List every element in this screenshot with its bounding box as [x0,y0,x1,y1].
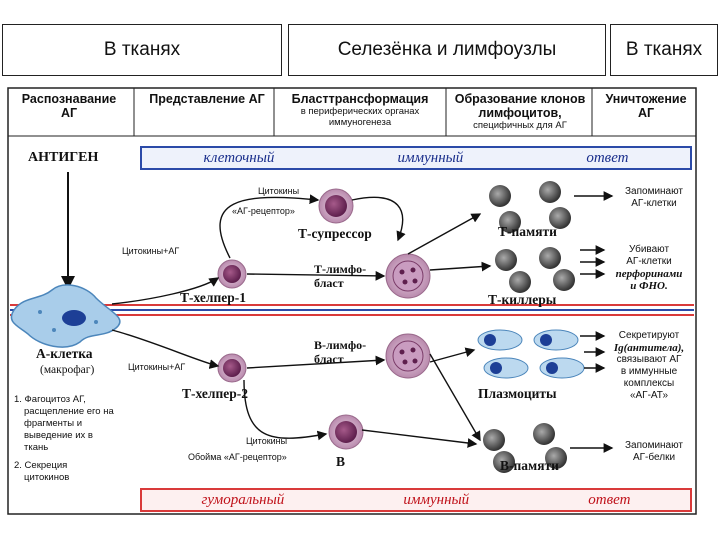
header-box-tissues-left: В тканях [2,24,282,76]
desc-line: ткань [24,442,49,453]
t-helper-2-label: Т-хелпер-2 [182,386,249,401]
t-suppressor-cell [318,188,354,224]
b-cell [328,414,364,450]
a-cell-label: А-клетка [36,346,93,361]
b-memory-cells [483,423,567,473]
desc-line: фрагменты и [24,418,83,429]
header-box-tissues-right: В тканях [610,24,718,76]
header-label: Селезёнка и лимфоузлы [337,39,557,60]
shell-ag-receptor-label: Обойма «АГ-рецептор» [188,452,287,462]
b-cell-label: В [336,454,346,469]
banner-word: клеточный [203,149,275,166]
desc-line: выведение их в [24,430,93,441]
cytokines-ag-label: Цитокины+АГ [128,362,186,372]
banner-word: иммунный [403,491,470,508]
b-lymphoblast-label: В-лимфо-бласт [314,338,367,366]
a-cell-description: 1. Фагоцитоз АГ, расщепление его на фраг… [14,394,142,484]
t-killers-label: Т-киллеры [488,292,557,307]
desc-line: цитокинов [24,472,70,483]
column-destruction: Уничтожение АГ [605,92,687,120]
cytokines-label: Цитокины [246,436,288,446]
diagram-frame [7,87,697,515]
header-label: В тканях [625,39,703,60]
flow-arrows [111,191,614,453]
t-memory-label: Т-памяти [498,224,557,239]
column-clones: Образование клонов лимфоцитов,специфичны… [454,92,586,131]
humoral-response-banner: гуморальный иммунный ответ [140,488,692,512]
macrophage-label: (макрофаг) [40,364,95,376]
t-suppressor-label: Т-супрессор [298,226,372,241]
t-helper-1-label: Т-хелпер-1 [180,290,247,305]
header-label: В тканях [103,39,181,60]
banner-word: ответ [586,149,629,166]
cellular-response-banner: клеточный иммунный ответ [140,146,692,170]
plasmocyte-cells [477,329,585,379]
column-presentation: Представление АГ [149,92,265,106]
t-lymphoblast-label: Т-лимфо-бласт [314,262,367,290]
column-recognition: Распознавание АГ [21,92,117,120]
header-box-spleen: Селезёнка и лимфоузлы [288,24,606,76]
antigen-label: АНТИГЕН [28,150,99,165]
banner-word: иммунный [397,149,464,166]
cytokines-label: Цитокины [258,186,300,196]
b-lymphoblast-cell [385,333,431,379]
plasmocytes-label: Плазмоциты [478,386,557,401]
t-helper-1-cell [217,259,247,289]
t-helper-2-cell [217,353,247,383]
t-memory-cells [489,181,571,233]
t-lymphoblast-cell [385,253,431,299]
macrophage-cell [10,284,121,348]
banner-word: гуморальный [201,491,285,508]
cytokines-ag-label: Цитокины+АГ [122,246,180,256]
desc-line: 1. Фагоцитоз АГ, [14,394,86,405]
ag-receptor-label: «АГ-рецептор» [232,206,295,216]
desc-line: расщепление его на [24,406,114,417]
t-killer-cells [495,247,575,293]
desc-line: 2. Секреция [14,460,68,471]
b-memory-label: В-памяти [500,458,559,473]
banner-word: ответ [588,491,631,508]
